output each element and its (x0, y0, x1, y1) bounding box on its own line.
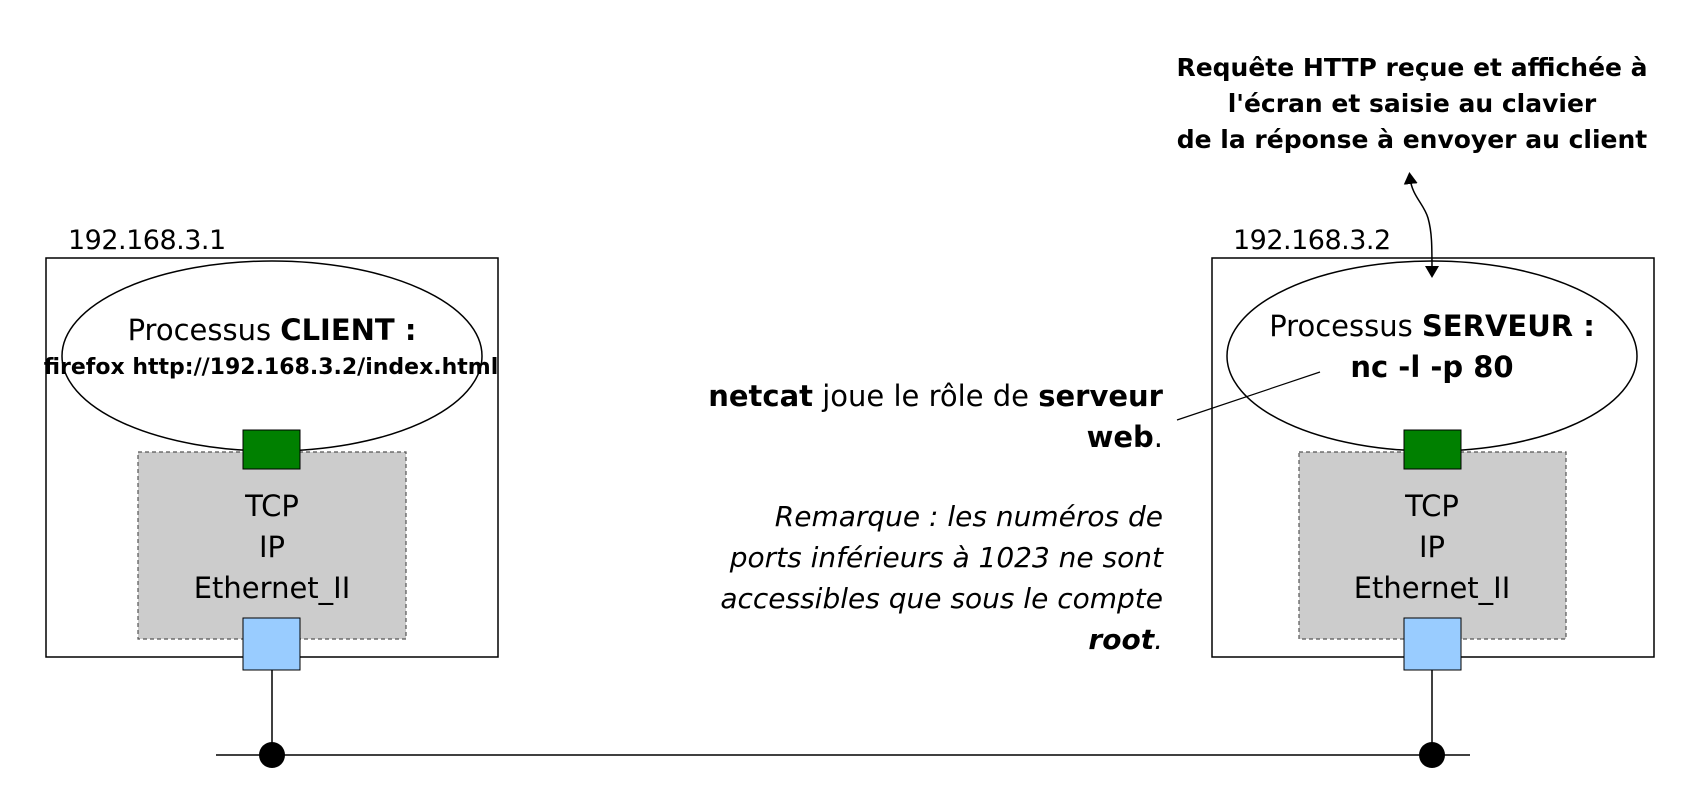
server-stack-ip: IP (1419, 530, 1445, 564)
remark-note: Remarque : les numéros de ports inférieu… (720, 500, 1164, 656)
server-stack-ethernet: Ethernet_II (1354, 571, 1511, 605)
client-stack-ethernet: Ethernet_II (194, 571, 351, 605)
server-bus-node (1419, 742, 1445, 768)
server-network-port (1403, 617, 1462, 671)
client-host: 192.168.3.1 Processus CLIENT : firefox h… (44, 225, 499, 671)
client-process-title: Processus CLIENT : (128, 313, 417, 347)
netcat-note-line-2: web. (1087, 420, 1163, 454)
server-process-title: Processus SERVEUR : (1269, 309, 1595, 343)
remark-line-4: root. (1088, 623, 1163, 656)
server-stack-tcp: TCP (1404, 489, 1459, 523)
http-io-note: Requête HTTP reçue et affichée à l'écran… (1176, 53, 1648, 278)
server-host: 192.168.3.2 Processus SERVEUR : nc -l -p… (1211, 225, 1655, 671)
client-app-port (242, 429, 301, 470)
client-bus-node (259, 742, 285, 768)
client-stack-ip: IP (259, 530, 285, 564)
server-command: nc -l -p 80 (1350, 350, 1513, 384)
client-stack-tcp: TCP (244, 489, 299, 523)
server-app-port (1403, 429, 1462, 470)
io-double-arrow (1403, 172, 1439, 278)
client-command: firefox http://192.168.3.2/index.html (44, 355, 499, 380)
client-stack-box (137, 451, 407, 640)
netcat-pointer-line (1176, 371, 1321, 421)
client-network-port (242, 617, 301, 671)
client-ip-label: 192.168.3.1 (68, 225, 226, 256)
http-io-note-line-1: Requête HTTP reçue et affichée à (1176, 53, 1647, 82)
netcat-note-line-1: netcat joue le rôle de serveur (708, 379, 1163, 413)
remark-line-2: ports inférieurs à 1023 ne sont (729, 541, 1164, 574)
network-bus (216, 670, 1470, 768)
http-io-note-line-3: de la réponse à envoyer au client (1177, 125, 1648, 154)
server-stack-box (1298, 451, 1567, 640)
remark-line-1: Remarque : les numéros de (775, 500, 1163, 533)
remark-line-3: accessibles que sous le compte (720, 582, 1163, 615)
server-ip-label: 192.168.3.2 (1233, 225, 1391, 256)
http-io-note-line-2: l'écran et saisie au clavier (1228, 89, 1597, 118)
netcat-note: netcat joue le rôle de serveur web. (708, 371, 1321, 454)
